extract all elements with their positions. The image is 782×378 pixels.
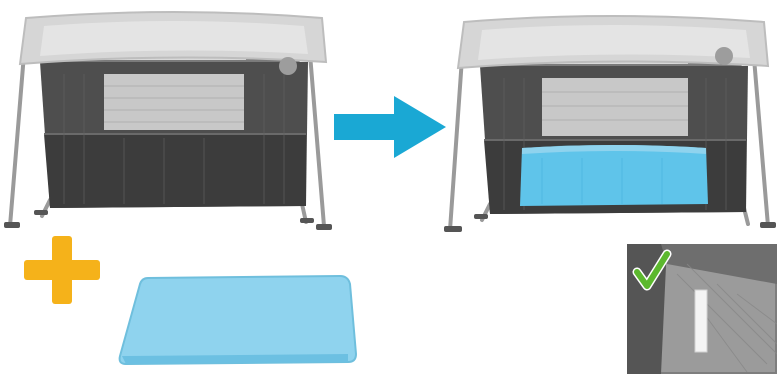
detail-inset — [627, 244, 777, 374]
arrow-right-icon — [334, 96, 446, 158]
travel-crib-with-mattress — [442, 8, 780, 240]
travel-crib-empty — [4, 4, 336, 236]
mattress — [112, 272, 360, 370]
plus-icon — [24, 236, 100, 304]
